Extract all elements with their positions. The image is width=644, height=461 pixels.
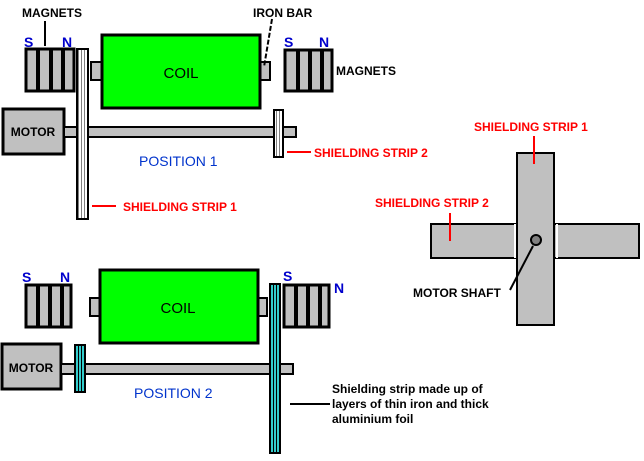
note-line-3: aluminium foil (332, 412, 413, 426)
left-magnet-2 (24, 283, 73, 329)
right-magnet-2 (282, 283, 331, 329)
magnets-label-right: MAGNETS (336, 64, 396, 78)
coil-label-2: COIL (160, 300, 195, 317)
pole-s-right-2: S (283, 268, 292, 284)
motor-shaft-end (530, 234, 542, 246)
iron-bar-leader-line (263, 18, 273, 68)
position-1-title: POSITION 1 (139, 153, 218, 169)
position-2-title: POSITION 2 (134, 385, 213, 401)
shielding-strip-2 (273, 109, 284, 158)
coil-1 (100, 33, 262, 110)
pole-n-left-1: N (62, 34, 72, 50)
coil-2 (98, 268, 260, 345)
right-magnet-1 (283, 48, 334, 93)
motor-shaft-1 (63, 126, 297, 138)
motor-label-2: MOTOR (9, 361, 54, 375)
pole-n-right-1: N (319, 34, 329, 50)
shielding-strip-1-label: SHIELDING STRIP 1 (123, 200, 237, 214)
pole-s-right-1: S (284, 34, 293, 50)
magnets-label-left: MAGNETS (22, 6, 82, 20)
motor-1 (1, 107, 66, 156)
motor-2 (0, 342, 63, 391)
end-view-strip-2-label: SHIELDING STRIP 2 (375, 196, 489, 210)
coil-label-1: COIL (163, 65, 198, 82)
motor-label-1: MOTOR (11, 125, 56, 139)
pole-n-right-2: N (334, 280, 344, 296)
motor-shaft-label: MOTOR SHAFT (413, 286, 501, 300)
motor-shaft-2 (60, 363, 294, 375)
laminated-strip-large (269, 283, 281, 454)
position-1-assembly: MAGNETS S N COIL IRON BAR S N MAGNETS MO… (1, 6, 428, 220)
pole-s-left-1: S (24, 34, 33, 50)
iron-bar-label: IRON BAR (253, 6, 313, 20)
end-view-cross: SHIELDING STRIP 1 SHIELDING STRIP 2 MOTO… (375, 120, 640, 326)
shielding-strip-1 (76, 48, 89, 220)
motor-shaft-leader (509, 245, 534, 291)
laminated-strip-small (74, 344, 86, 393)
pole-s-left-2: S (22, 269, 31, 285)
position-2-assembly: S N COIL S N MOTOR POSITION 2 Shielding … (0, 268, 489, 454)
end-view-strip-1-label: SHIELDING STRIP 1 (474, 120, 588, 134)
left-magnet-1 (24, 47, 76, 93)
note-line-1: Shielding strip made up of (332, 382, 484, 396)
note-line-2: layers of thin iron and thick (332, 397, 489, 411)
pole-n-left-2: N (60, 269, 70, 285)
shielding-strip-2-label: SHIELDING STRIP 2 (314, 146, 428, 160)
